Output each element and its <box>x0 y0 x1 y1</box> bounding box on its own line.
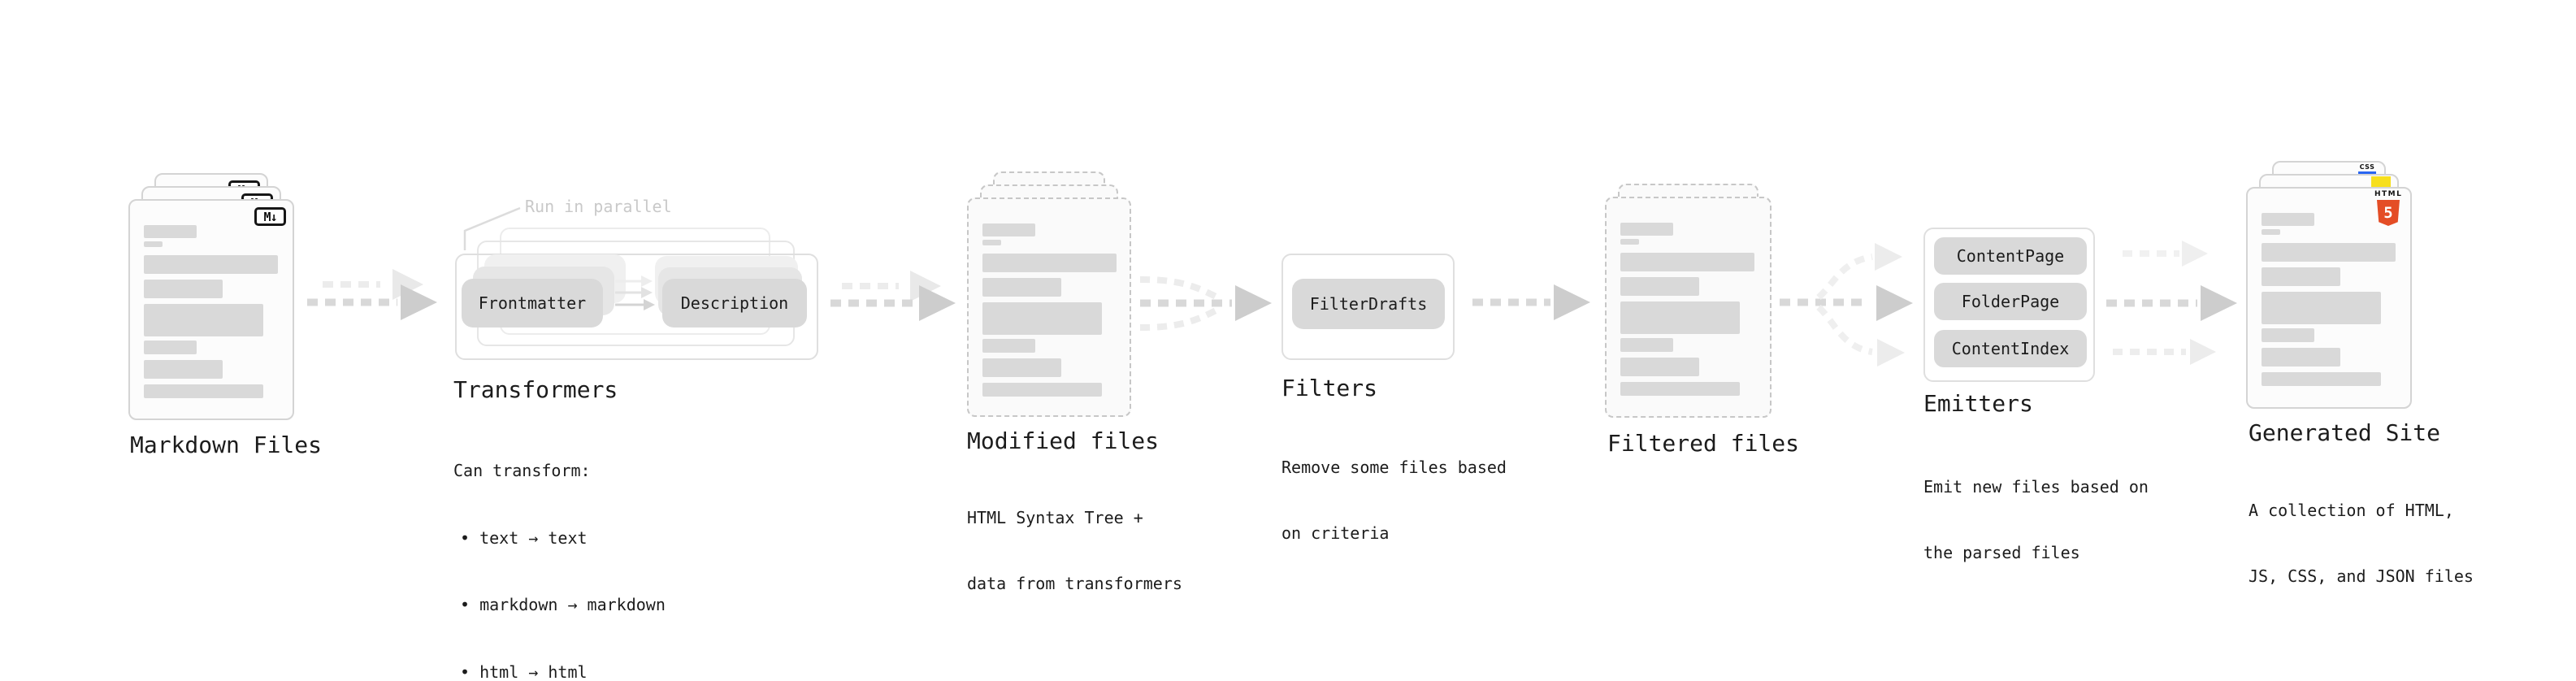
notes-bullet: • html → html <box>460 661 588 681</box>
text-line-bar <box>144 360 223 379</box>
subtitle-line: the parsed files <box>1923 543 2080 562</box>
emitters-subtitle: Emit new files based on the parsed files <box>1923 432 2149 608</box>
subtitle-line: A collection of HTML, <box>2249 501 2454 520</box>
text-line-bar <box>2262 229 2280 235</box>
css-badge-bar <box>2358 171 2376 175</box>
stage-title-filtered-files: Filtered files <box>1607 430 1800 457</box>
arrows-emitters-to-generated <box>2106 241 2237 365</box>
text-line-bar <box>1620 239 1639 245</box>
html5-badge-shield: 5 <box>2377 200 2400 226</box>
subtitle-line: HTML Syntax Tree + <box>967 508 1143 527</box>
text-line-bar <box>2262 372 2381 386</box>
text-line-bar <box>1620 253 1754 271</box>
subtitle-line: on criteria <box>1281 523 1390 543</box>
text-line-bar <box>1620 223 1673 236</box>
frontmatter-box: Frontmatter <box>462 279 603 327</box>
subtitle-line: Remove some files based <box>1281 458 1507 477</box>
modified-file-card-front <box>967 197 1131 417</box>
text-line-bar <box>982 254 1117 272</box>
css-badge-label: CSS <box>2359 163 2375 171</box>
markdown-icon: M↓ <box>254 207 286 226</box>
css3-icon: CSS <box>2355 163 2379 175</box>
text-line-bar <box>144 340 197 354</box>
modified-files-subtitle: HTML Syntax Tree + data from transformer… <box>967 463 1182 639</box>
text-line-bar <box>982 278 1061 297</box>
text-line-bar <box>144 280 223 298</box>
text-line-bar <box>2262 213 2314 226</box>
emitter-box-contentpage: ContentPage <box>1934 237 2087 275</box>
text-line-bar <box>144 225 197 238</box>
description-box: Description <box>662 279 807 327</box>
html5-badge-word: HTML <box>2374 190 2403 198</box>
text-line-bar <box>2262 292 2381 324</box>
arrow-transformers-to-modified <box>830 271 956 321</box>
markdown-file-card-front <box>128 199 294 420</box>
filterdrafts-box: FilterDrafts <box>1292 279 1445 329</box>
stage-title-generated-site: Generated Site <box>2249 419 2441 446</box>
text-line-bar <box>982 302 1102 335</box>
filtered-file-card-front <box>1605 197 1772 418</box>
stage-title-emitters: Emitters <box>1923 390 2033 417</box>
arrow-filters-to-filtered <box>1472 284 1590 320</box>
text-line-bar <box>2262 348 2340 367</box>
run-in-parallel-label: Run in parallel <box>525 197 672 216</box>
subtitle-line: data from transformers <box>967 574 1182 593</box>
text-line-bar <box>982 223 1035 236</box>
text-line-bar <box>144 255 278 274</box>
text-line-bar <box>2262 267 2340 286</box>
emitter-box-folderpage: FolderPage <box>1934 283 2087 320</box>
text-line-bar <box>144 384 263 398</box>
text-line-bar <box>982 383 1102 397</box>
html5-icon: HTML 5 <box>2374 191 2402 226</box>
generated-site-subtitle: A collection of HTML, JS, CSS, and JSON … <box>2249 456 2474 631</box>
text-line-bar <box>1620 338 1673 352</box>
text-line-bar <box>1620 382 1740 396</box>
stage-title-transformers: Transformers <box>453 376 618 403</box>
text-line-bar <box>2262 243 2396 262</box>
subtitle-line: JS, CSS, and JSON files <box>2249 566 2474 586</box>
notes-bullet: • markdown → markdown <box>460 595 666 614</box>
arrow-filtered-to-emitters-fanout <box>1780 243 1913 367</box>
arrow-modified-to-filters-merge <box>1139 276 1272 331</box>
filters-subtitle: Remove some files based on criteria <box>1281 413 1507 588</box>
text-line-bar <box>144 304 263 336</box>
stage-title-filters: Filters <box>1281 375 1378 401</box>
stage-title-modified-files: Modified files <box>967 427 1160 454</box>
text-line-bar <box>982 240 1001 245</box>
emitter-box-contentindex: ContentIndex <box>1934 330 2087 367</box>
text-line-bar <box>982 358 1061 377</box>
javascript-icon <box>2371 176 2391 187</box>
text-line-bar <box>144 241 163 247</box>
text-line-bar <box>1620 301 1740 334</box>
notes-bullet: • text → text <box>460 527 588 548</box>
text-line-bar <box>982 339 1035 353</box>
text-line-bar <box>2262 328 2314 342</box>
transformer-layer-front <box>455 254 818 360</box>
text-line-bar <box>1620 277 1699 296</box>
arrow-markdown-to-transformers <box>307 269 437 320</box>
transformers-notes: Can transform: • text → text • markdown … <box>453 415 666 681</box>
notes-heading: Can transform: <box>453 461 591 480</box>
subtitle-line: Emit new files based on <box>1923 477 2149 497</box>
text-line-bar <box>1620 358 1699 376</box>
stage-title-markdown-files: Markdown Files <box>130 432 323 458</box>
